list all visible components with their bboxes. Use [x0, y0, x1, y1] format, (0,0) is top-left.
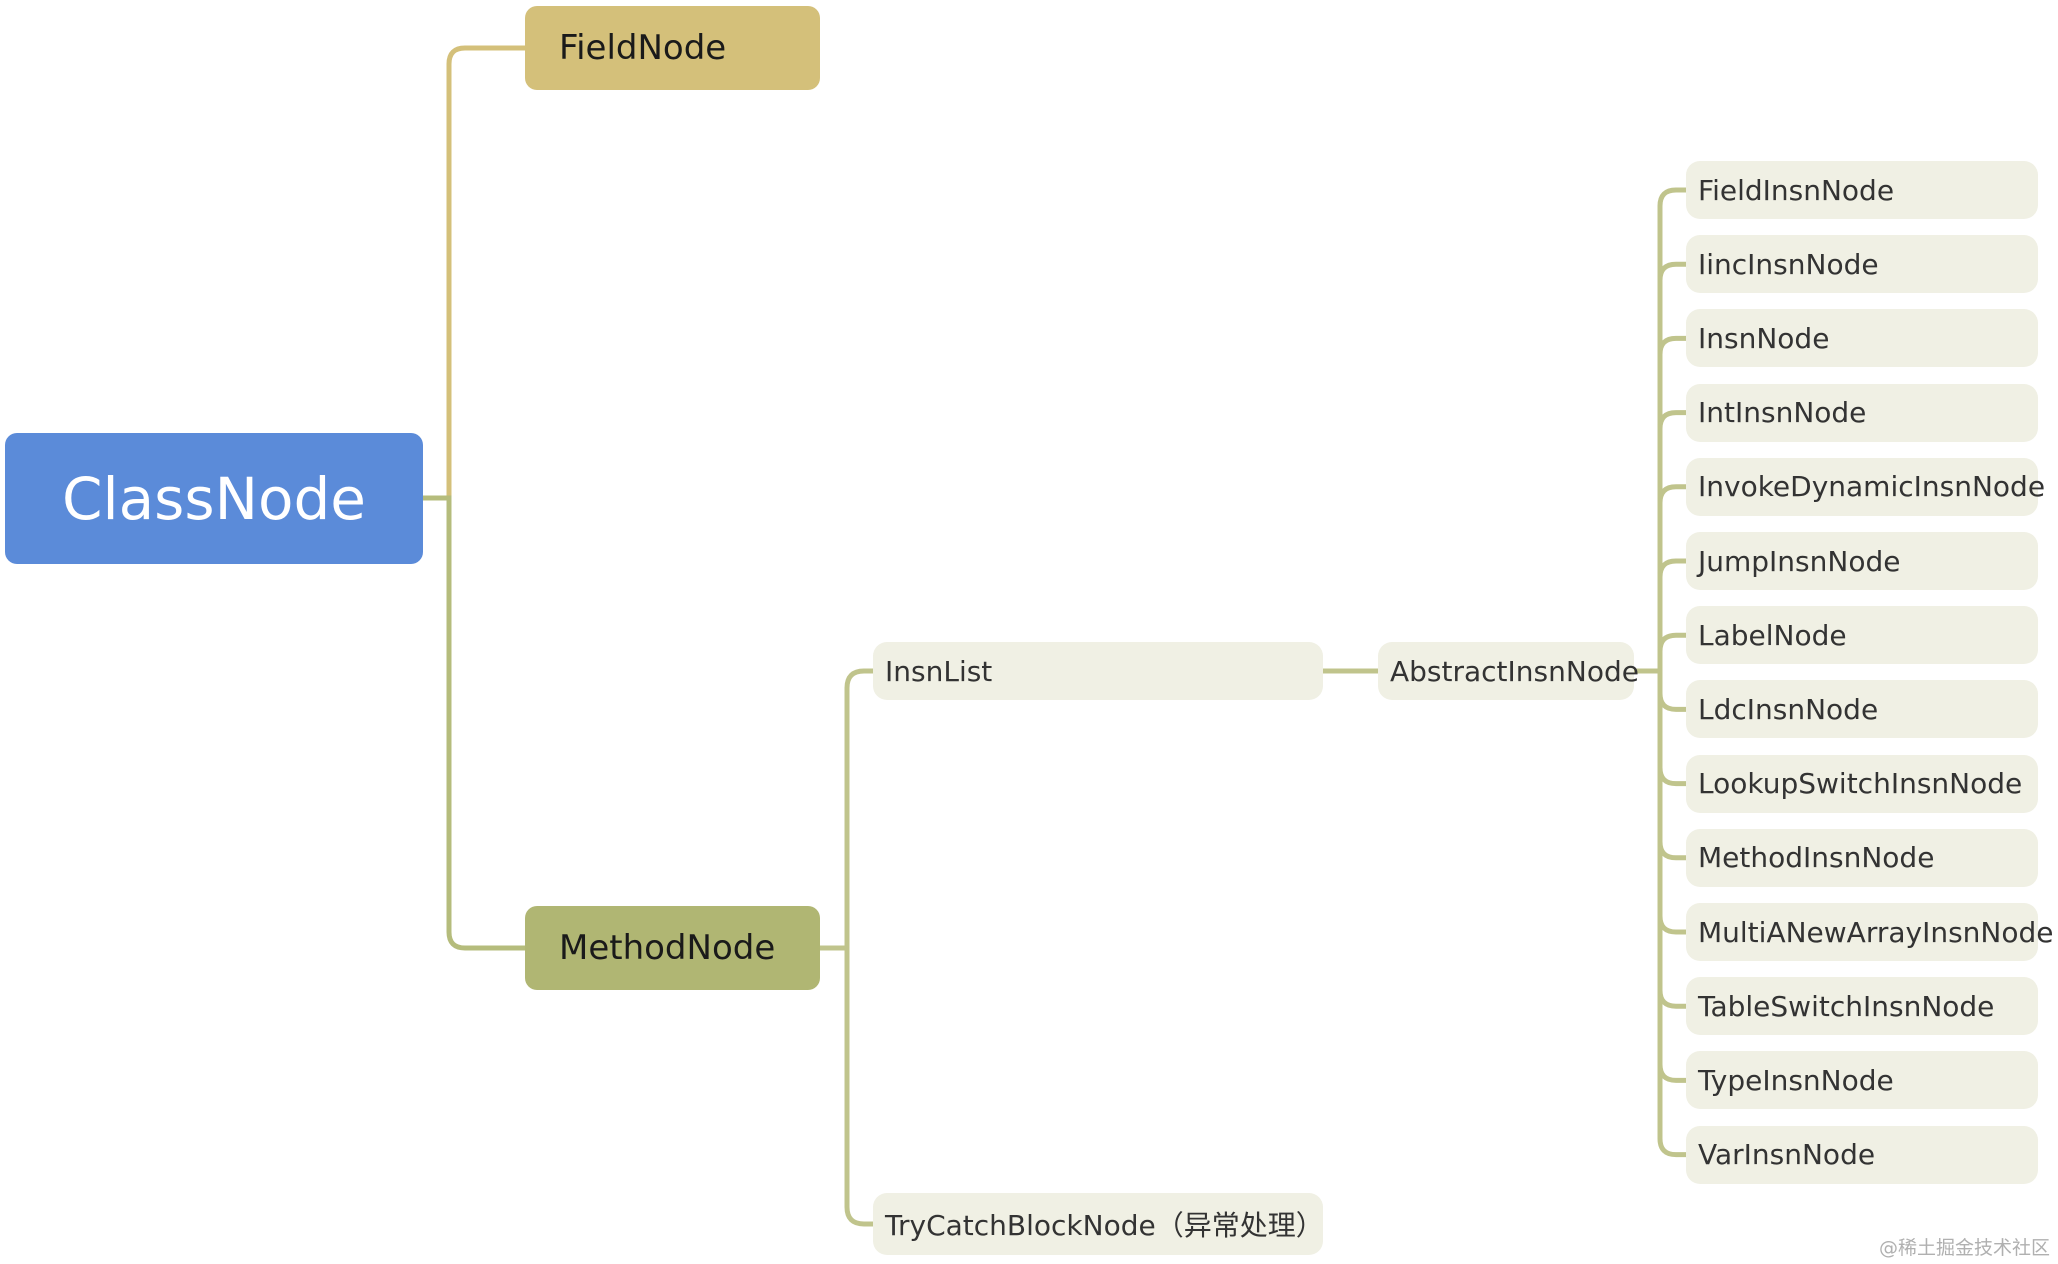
connector-method-insnlist — [817, 668, 876, 951]
insn-child-node[interactable]: LookupSwitchInsnNode — [1686, 754, 2038, 813]
insn-child-node[interactable]: JumpInsnNode — [1686, 532, 2038, 590]
insn-child-label: MultiANewArrayInsnNode — [1698, 915, 2054, 949]
field-node[interactable]: FieldNode — [525, 6, 820, 90]
connector-abstract-child — [1657, 632, 1689, 674]
insn-child-label: InvokeDynamicInsnNode — [1698, 470, 2046, 504]
insn-child-node[interactable]: VarInsnNode — [1686, 1125, 2038, 1184]
insn-child-node[interactable]: LdcInsnNode — [1686, 680, 2038, 739]
connector-abstract-child — [1657, 668, 1689, 1083]
try-catch-block-node-label: TryCatchBlockNode（异常处理） — [885, 1209, 1324, 1242]
insn-child-label: IntInsnNode — [1698, 396, 1867, 430]
abstract-insn-node[interactable]: AbstractInsnNode — [1378, 642, 1639, 700]
insn-list-node[interactable]: InsnList — [873, 642, 1323, 700]
connector-root-method — [420, 495, 528, 951]
connector-abstract-child — [1657, 558, 1689, 674]
insn-child-label: LookupSwitchInsnNode — [1698, 767, 2023, 801]
insn-child-node[interactable]: TableSwitchInsnNode — [1686, 977, 2038, 1036]
abstract-insn-node-label: AbstractInsnNode — [1390, 654, 1639, 688]
method-node-label: MethodNode — [559, 928, 776, 968]
connector-abstract-child — [1657, 261, 1689, 674]
method-node[interactable]: MethodNode — [525, 906, 820, 990]
insn-child-node[interactable]: IincInsnNode — [1686, 235, 2038, 294]
insn-child-node[interactable]: TypeInsnNode — [1686, 1051, 2038, 1110]
insn-child-node[interactable]: FieldInsnNode — [1686, 161, 2038, 219]
connector-abstract-child — [1657, 668, 1689, 712]
insn-child-label: LabelNode — [1698, 618, 1847, 652]
connector-abstract-child — [1657, 484, 1689, 674]
insn-child-label: JumpInsnNode — [1698, 544, 1901, 578]
connector-abstract-child — [1657, 668, 1689, 1009]
insn-child-label: FieldInsnNode — [1698, 173, 1895, 207]
insn-child-node[interactable]: MultiANewArrayInsnNode — [1686, 903, 2054, 961]
class-node[interactable]: ClassNode — [5, 433, 423, 564]
insn-child-label: TypeInsnNode — [1698, 1063, 1894, 1097]
connector-abstract-child — [1657, 335, 1689, 674]
connector-abstract-child — [1657, 410, 1689, 674]
insn-child-label: MethodInsnNode — [1698, 841, 1935, 875]
insn-child-label: InsnNode — [1698, 321, 1830, 355]
connector-root-field — [420, 45, 528, 501]
insn-child-label: LdcInsnNode — [1698, 692, 1879, 726]
connector-abstract-child — [1657, 668, 1689, 787]
connector-abstract-children — [1657, 187, 1689, 1158]
try-catch-block-node[interactable]: TryCatchBlockNode（异常处理） — [873, 1193, 1324, 1255]
insn-child-label: TableSwitchInsnNode — [1698, 989, 1995, 1023]
insn-child-node[interactable]: MethodInsnNode — [1686, 828, 2038, 887]
connector-method-trycatch — [844, 945, 876, 1227]
insn-list-label: InsnList — [885, 654, 993, 688]
connector-abstract-child — [1657, 668, 1689, 1158]
insn-child-node[interactable]: LabelNode — [1686, 606, 2038, 665]
watermark: @稀土掘金技术社区 — [1878, 1237, 2050, 1259]
insn-child-label: VarInsnNode — [1698, 1138, 1876, 1172]
field-node-label: FieldNode — [559, 28, 727, 68]
insn-child-node[interactable]: IntInsnNode — [1686, 383, 2038, 442]
insn-child-node[interactable]: InvokeDynamicInsnNode — [1686, 457, 2045, 516]
connector-abstract-child — [1657, 187, 1689, 674]
connector-abstract-child — [1657, 668, 1689, 861]
insn-child-node[interactable]: InsnNode — [1686, 309, 2038, 368]
class-node-label: ClassNode — [62, 464, 366, 533]
insn-child-label: IincInsnNode — [1698, 247, 1879, 281]
